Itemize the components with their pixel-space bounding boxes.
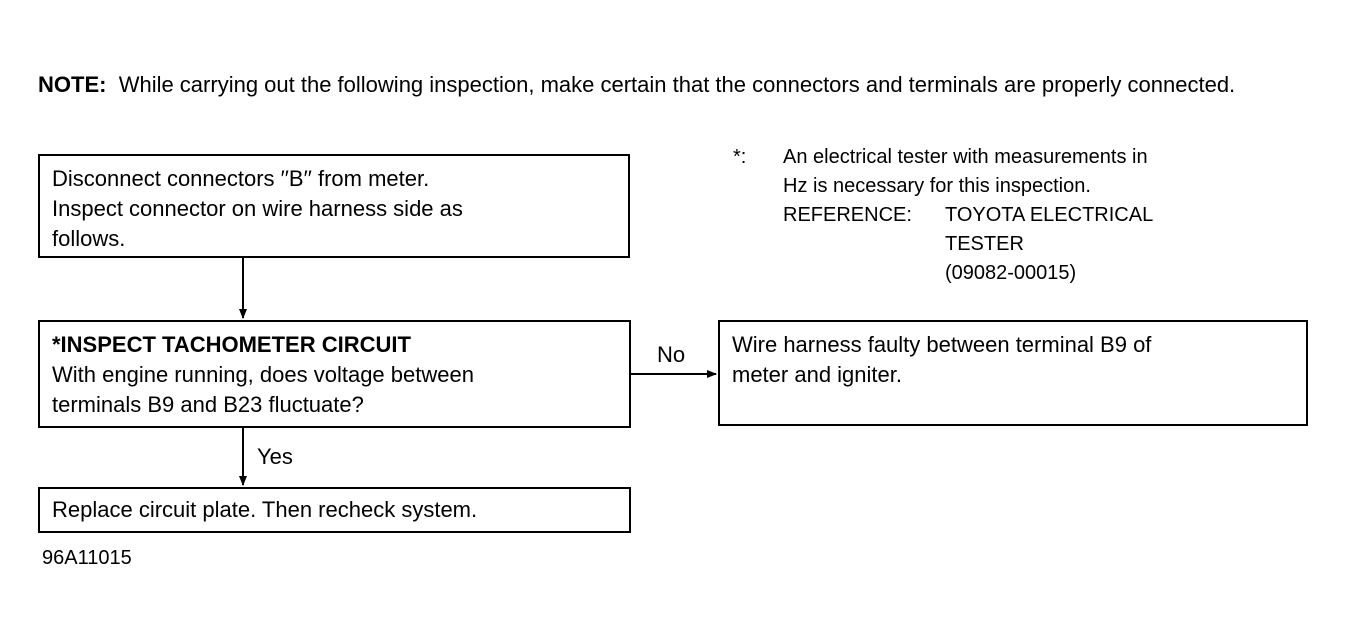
reference-value: TOYOTA ELECTRICAL TESTER (09082-00015)	[945, 201, 1153, 288]
footnote-text: An electrical tester with measurements i…	[783, 143, 1148, 201]
replace-circuit-plate-box: Replace circuit plate. Then recheck syst…	[38, 487, 631, 533]
step-text-line: Wire harness faulty between terminal B9 …	[732, 332, 1152, 357]
figure-id: 96A11015	[42, 547, 132, 569]
step-text-line: With engine running, does voltage betwee…	[52, 362, 474, 387]
note-label: NOTE:	[38, 72, 107, 97]
step-text-line: follows.	[52, 226, 126, 251]
reference-line: TOYOTA ELECTRICAL	[945, 204, 1154, 226]
step-text-line: Replace circuit plate. Then recheck syst…	[52, 497, 478, 522]
wire-harness-faulty-box: Wire harness faulty between terminal B9 …	[718, 320, 1308, 426]
inspect-tachometer-box: *INSPECT TACHOMETER CIRCUIT With engine …	[38, 320, 631, 428]
branch-no-label: No	[657, 342, 686, 367]
inspect-heading: *INSPECT TACHOMETER CIRCUIT	[52, 332, 411, 357]
reference-label: REFERENCE:	[783, 204, 912, 226]
step-text-line: terminals B9 and B23 fluctuate?	[52, 392, 364, 417]
step-text-line: Disconnect connectors ′′B′′ from meter.	[52, 166, 430, 191]
footnote-line: An electrical tester with measurements i…	[783, 146, 1148, 168]
inspection-note: NOTE: While carrying out the following i…	[38, 70, 1313, 100]
branch-yes-label: Yes	[257, 444, 293, 469]
disconnect-connectors-box: Disconnect connectors ′′B′′ from meter. …	[38, 154, 630, 258]
footnote-line: Hz is necessary for this inspection.	[783, 175, 1091, 197]
reference-line: (09082-00015)	[945, 262, 1077, 284]
step-text-line: Inspect connector on wire harness side a…	[52, 196, 463, 221]
reference-line: TESTER	[945, 233, 1024, 255]
note-text: While carrying out the following inspect…	[118, 72, 1236, 97]
step-text-line: meter and igniter.	[732, 362, 902, 387]
footnote-marker: *:	[733, 146, 747, 168]
